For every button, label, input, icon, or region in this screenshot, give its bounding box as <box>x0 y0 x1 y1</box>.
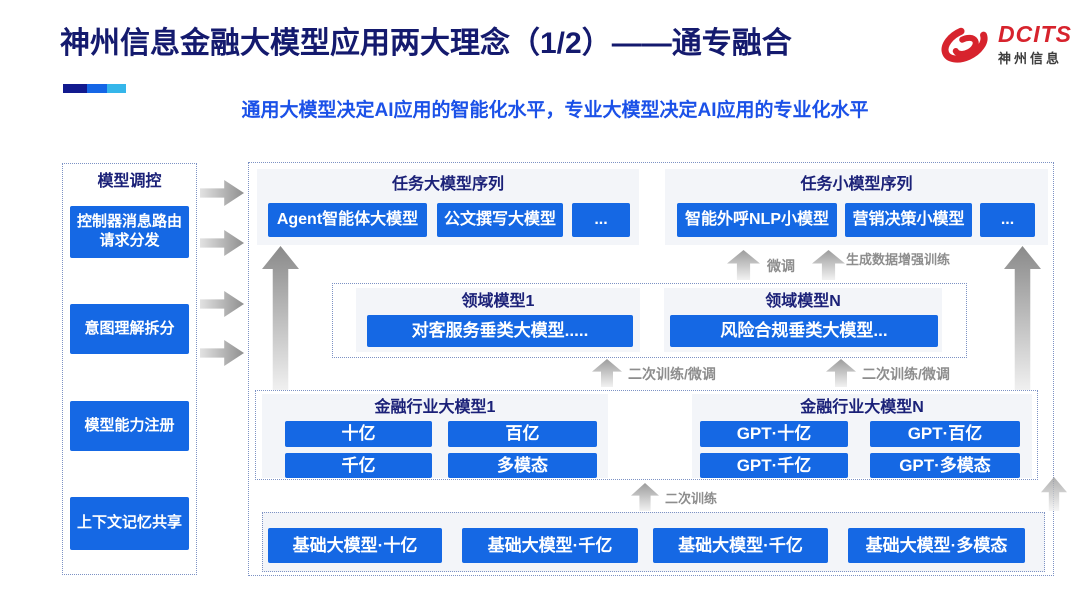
document-writing-model-button: 公文撰写大模型 <box>437 203 563 237</box>
slide-subtitle: 通用大模型决定AI应用的智能化水平，专业大模型决定AI应用的专业化水平 <box>241 100 869 121</box>
gen-data-augment-label: 生成数据增强训练 <box>846 252 951 267</box>
sidebar-item-controller-routing: 控制器消息路由请求分发 <box>70 206 189 258</box>
sidebar-item-context-memory: 上下文记忆共享 <box>70 497 189 550</box>
base-model-hundred-billion-button: 基础大模型·千亿 <box>462 528 638 563</box>
gpt-multimodal-model-button: GPT·多模态 <box>870 453 1020 478</box>
second-train-finetune-right-label: 二次训练/微调 <box>862 366 950 382</box>
sidebar-item-intent-split: 意图理解拆分 <box>70 304 189 354</box>
base-model-hundred-billion-2-button: 基础大模型·千亿 <box>653 528 828 563</box>
accent-bar <box>63 84 126 102</box>
task-large-ellipsis-button: ... <box>572 203 630 237</box>
billion-model-button: 十亿 <box>285 421 432 447</box>
logo-brand-cn-text: 神州信息 <box>998 51 1063 66</box>
customer-service-vertical-model-button: 对客服务垂类大模型..... <box>367 315 633 347</box>
dcits-swirl-icon <box>941 27 988 63</box>
finetune-label: 微调 <box>767 258 795 274</box>
agent-large-model-button: Agent智能体大模型 <box>268 203 427 237</box>
right-arrow-icon <box>200 340 244 366</box>
second-train-finetune-left-label: 二次训练/微调 <box>628 366 716 382</box>
risk-compliance-vertical-model-button: 风险合规垂类大模型... <box>670 315 938 347</box>
right-arrow-icon <box>200 180 244 206</box>
task-small-ellipsis-button: ... <box>980 203 1035 237</box>
accent-cyan-segment <box>107 84 126 93</box>
sidebar-title: 模型调控 <box>97 173 162 190</box>
accent-navy-segment <box>63 84 87 93</box>
gpt-billion-model-button: GPT·十亿 <box>700 421 848 447</box>
accent-blue-segment <box>87 84 107 93</box>
domain-model-n-title: 领域模型N <box>765 293 841 310</box>
ten-billion-model-button: 百亿 <box>448 421 597 447</box>
gpt-hundred-billion-model-button: GPT·千亿 <box>700 453 848 478</box>
industry-model-1-title: 金融行业大模型1 <box>374 399 496 416</box>
marketing-decision-model-button: 营销决策小模型 <box>845 203 972 237</box>
base-model-billion-button: 基础大模型·十亿 <box>268 528 442 563</box>
task-small-model-title: 任务小模型序列 <box>800 176 913 193</box>
nlp-outbound-model-button: 智能外呼NLP小模型 <box>677 203 837 237</box>
industry-model-n-title: 金融行业大模型N <box>800 399 924 416</box>
gpt-ten-billion-model-button: GPT·百亿 <box>870 421 1020 447</box>
page-title: 神州信息金融大模型应用两大理念（1/2）——通专融合 <box>60 27 792 60</box>
right-arrow-icon <box>200 230 244 256</box>
right-arrow-icon <box>200 291 244 317</box>
dcits-logo: DCITS 神州信息 <box>938 22 1072 68</box>
hundred-billion-model-button: 千亿 <box>285 453 432 478</box>
domain-model-1-title: 领域模型1 <box>461 293 535 310</box>
task-large-model-title: 任务大模型序列 <box>391 176 504 193</box>
multimodal-model-button: 多模态 <box>448 453 597 478</box>
base-model-multimodal-button: 基础大模型·多模态 <box>848 528 1025 563</box>
logo-brand-text: DCITS <box>998 21 1072 47</box>
sidebar-item-capability-register: 模型能力注册 <box>70 401 189 451</box>
second-train-label: 二次训练 <box>665 491 718 506</box>
